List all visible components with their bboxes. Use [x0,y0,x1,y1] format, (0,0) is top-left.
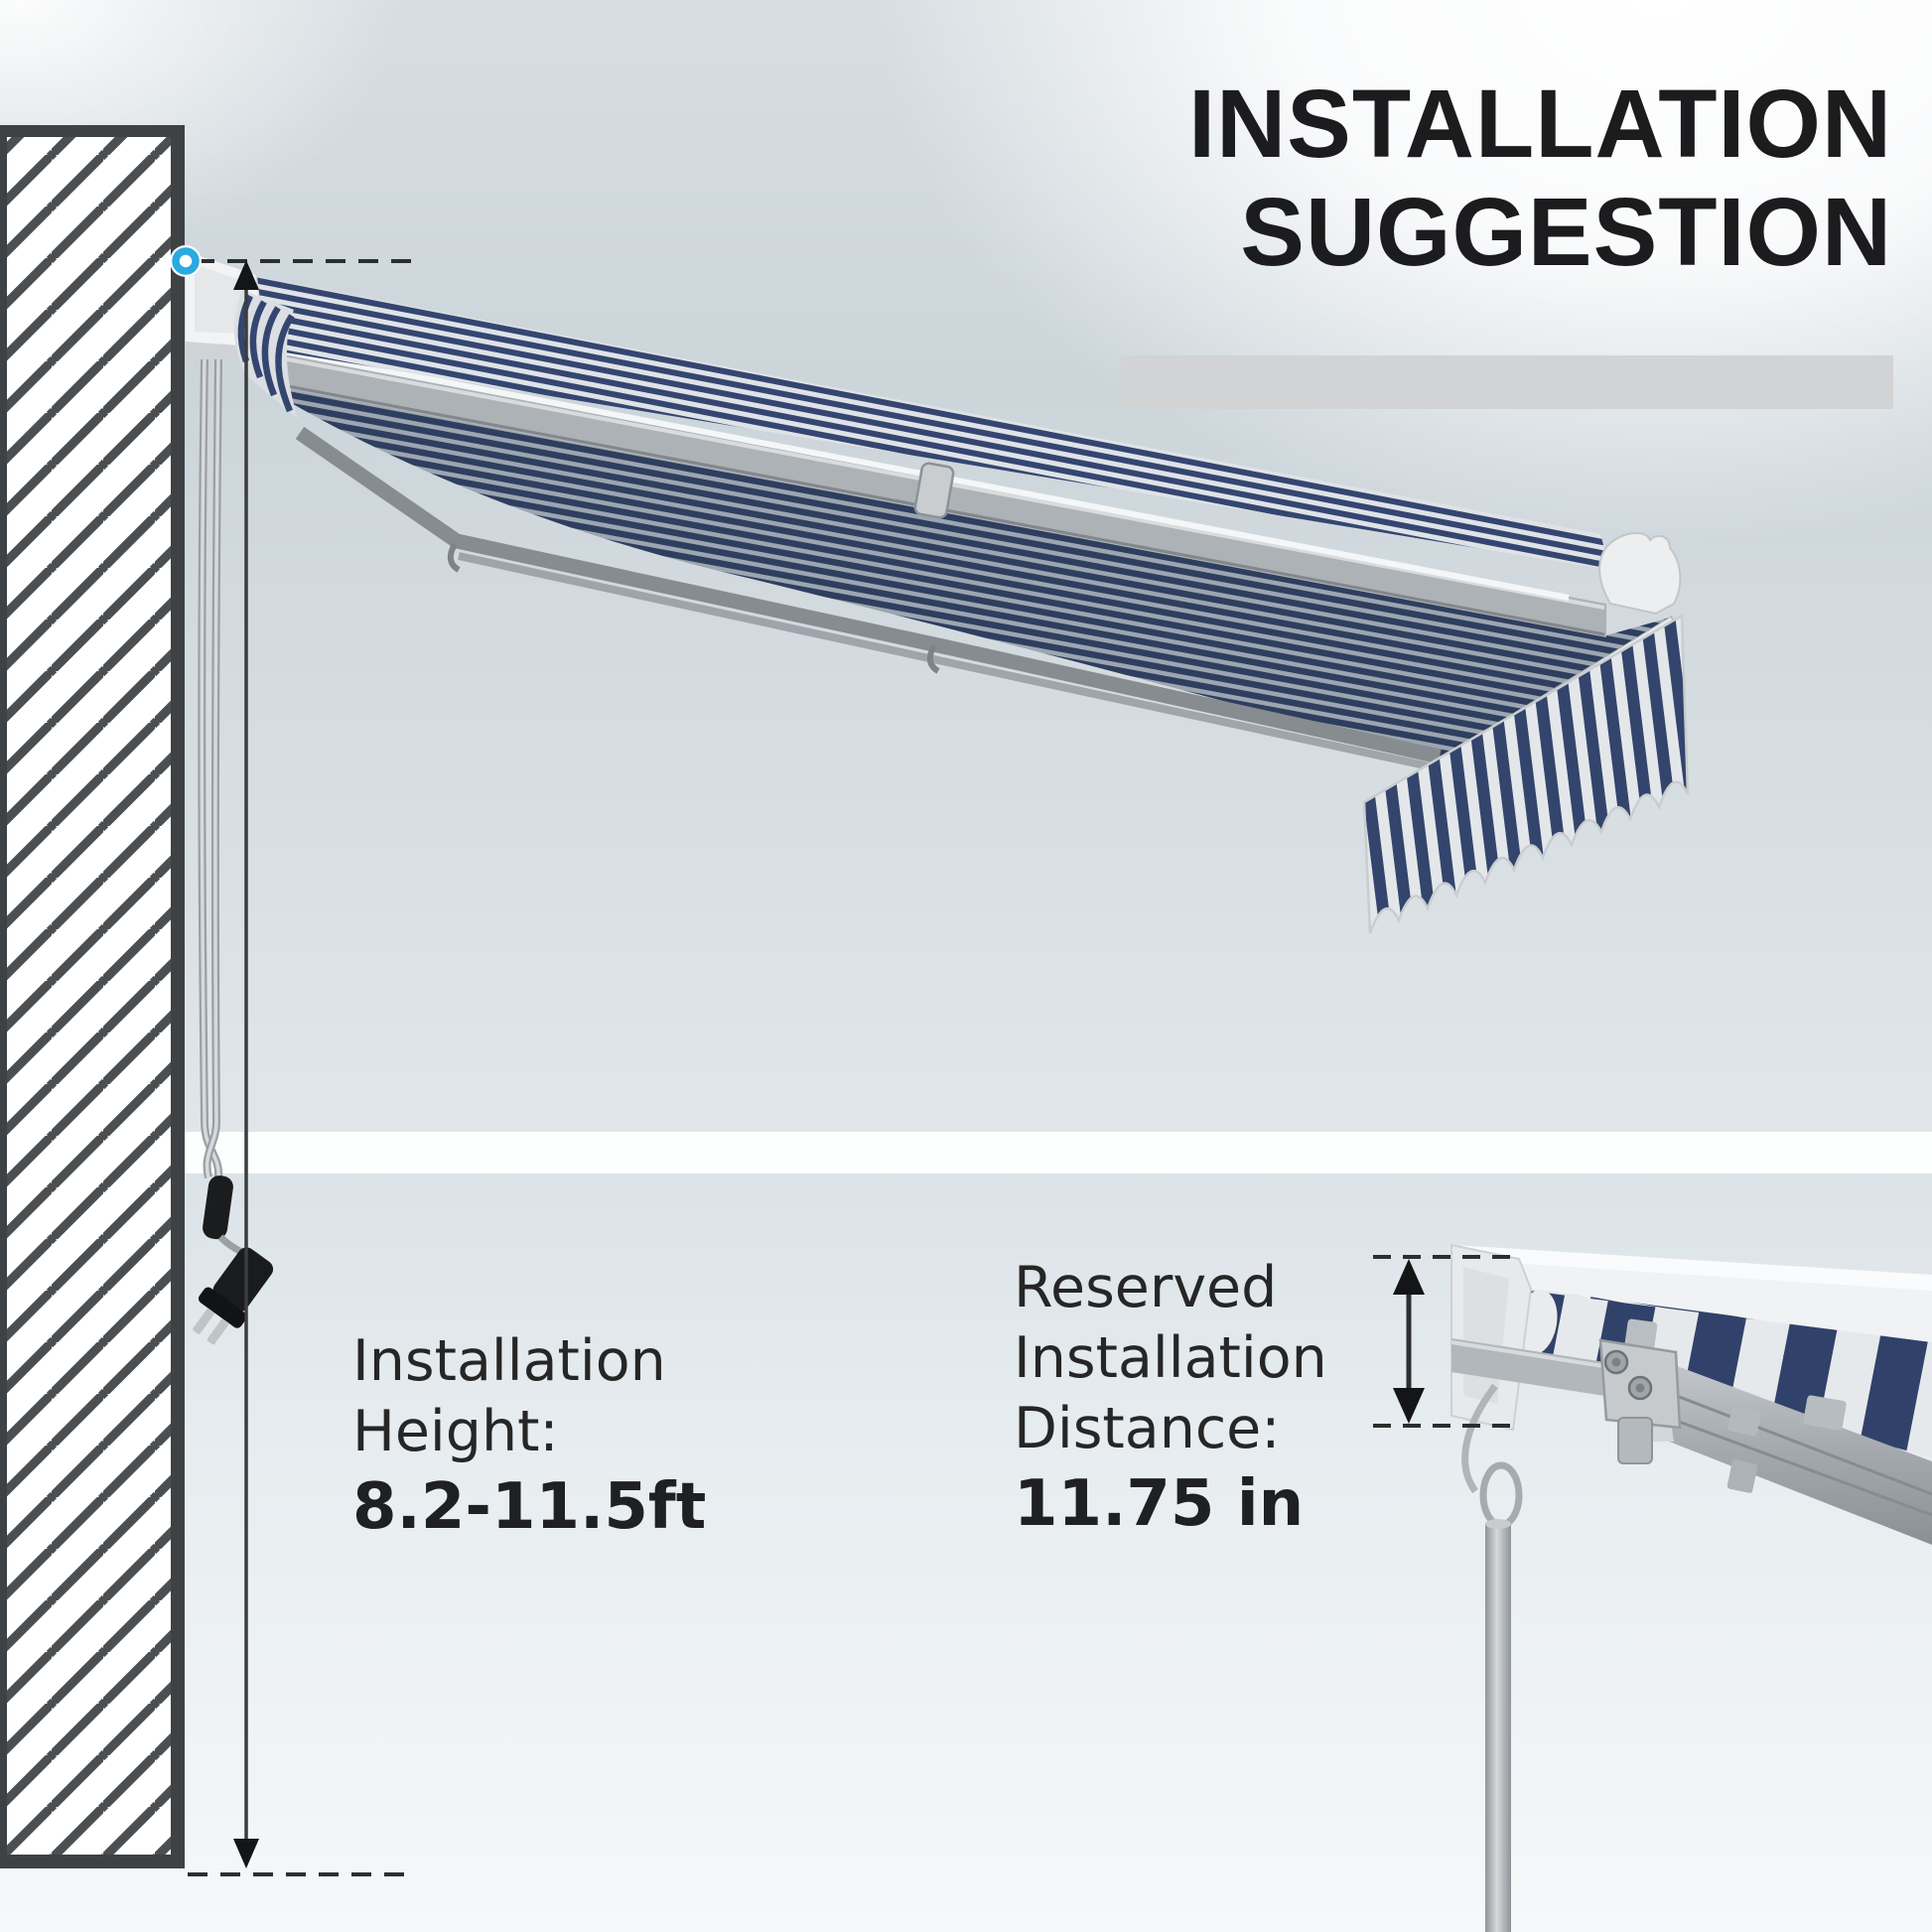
height-dimension [170,245,411,1876]
page-title-line2: SUGGESTION [1240,178,1892,286]
cord-sleeve [203,1175,233,1240]
closeup-square-bar [1648,1355,1932,1545]
distance-label-line1: Reserved [1014,1255,1278,1320]
headbox-facet [195,264,246,334]
closeup-headbox-top-face [1451,1245,1932,1291]
square-bar-groove [1651,1410,1932,1517]
awning-end-cap [1598,531,1682,616]
canopy-bright-edge [253,343,1570,601]
wall-hatch [5,132,172,1856]
wall-border-bottom [0,1855,185,1868]
mount-point-marker-icon [172,247,200,275]
closeup-rail-clamp [1727,1405,1761,1437]
closeup-bar-fitting [1803,1395,1847,1431]
canopy-shadow-overlay [260,383,1670,762]
installation-height-spec: Installation Height: 8.2-11.5ft [352,1326,706,1543]
awning-illustration [184,248,1690,1345]
arm-hook-details [447,542,940,674]
closeup-crank-rod [1461,1383,1523,1932]
height-value: 8.2-11.5ft [352,1470,707,1544]
wall-border-right [171,125,185,1868]
distance-label-line2: Installation [1014,1325,1327,1391]
awning-canopy-underside [260,383,1670,762]
closeup-shoulder-arm [1451,1338,1643,1402]
wall [0,125,185,1868]
wall-border-left [0,125,7,1868]
power-cord [198,358,248,1259]
awning-valance [1362,613,1690,934]
page-title-line1: INSTALLATION [1188,69,1892,178]
distance-dimension [1373,1255,1521,1428]
page-title: INSTALLATION SUGGESTION [1188,69,1892,286]
title-underline-bar [1121,355,1893,409]
distance-arrow-down-icon [1393,1388,1425,1424]
distance-value: 11.75 in [1014,1467,1305,1541]
height-arrow-up-icon [233,260,259,290]
distance-label-line3: Distance: [1014,1396,1281,1461]
square-bar-groove [1655,1386,1932,1496]
wall-border-top [0,125,185,137]
distance-arrow-up-icon [1393,1259,1425,1295]
closeup-mounting-bracket [1598,1318,1682,1464]
awning-folding-arm [295,426,1442,764]
awning-arm-shadow [458,552,1431,770]
reserved-distance-spec: Reserved Installation Distance: 11.75 in [1014,1253,1327,1540]
height-arrow-down-icon [233,1839,259,1868]
awning-canopy-top [242,274,1610,570]
height-label-line1: Installation [352,1328,666,1394]
closeup-rail-clamp-lower [1726,1459,1758,1493]
height-label-line2: Height: [352,1399,559,1464]
bar-joint-collar [913,462,955,519]
power-plug [193,1247,274,1345]
fabric-coil [233,290,298,419]
background-white-divider-band [0,1132,1932,1173]
bracket-closeup [1373,1243,1932,1932]
